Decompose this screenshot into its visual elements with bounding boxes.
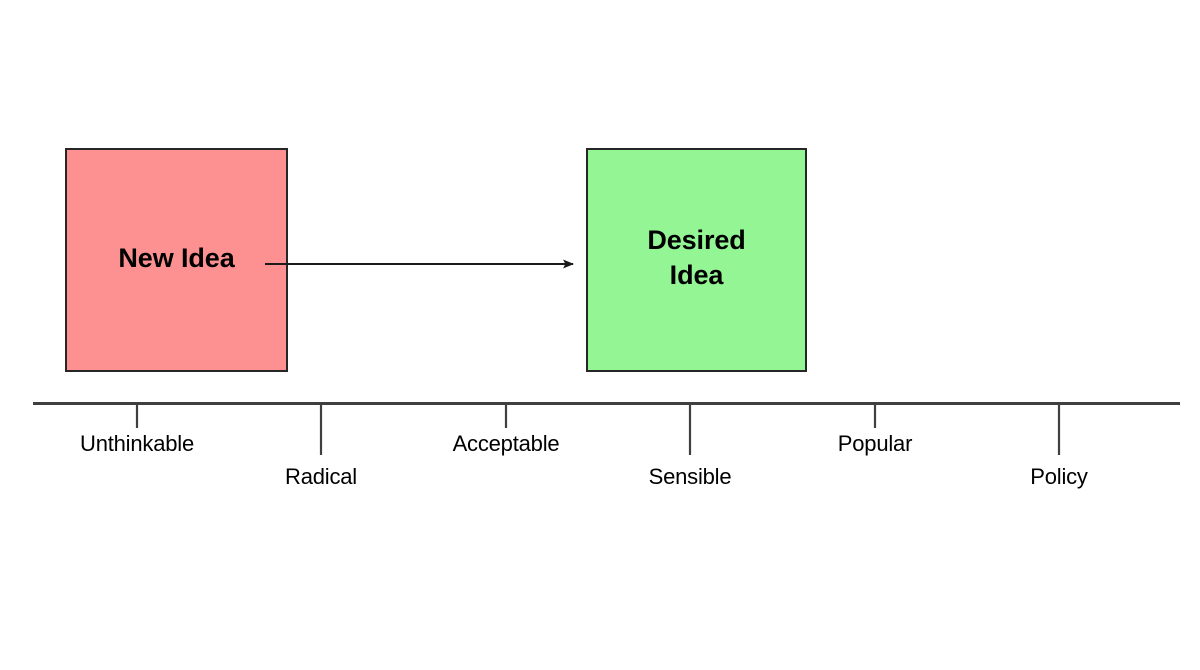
axis-label-sensible: Sensible — [648, 464, 732, 489]
concept-box-new-idea[interactable]: New Idea — [65, 148, 288, 372]
axis-label-radical: Radical — [285, 464, 357, 489]
concept-box-new-idea-label: New Idea — [118, 242, 235, 273]
axis-label-popular: Popular — [837, 431, 913, 456]
axis-label-unthinkable: Unthinkable — [80, 431, 194, 456]
shift-arrow-icon — [265, 259, 574, 269]
axis-label-policy: Policy — [1030, 464, 1088, 489]
concept-box-desired-idea[interactable]: Desired Idea — [586, 148, 807, 372]
overton-axis: Unthinkable Radical Acceptable Sensible … — [0, 392, 1200, 512]
overton-axis-lines — [33, 402, 1180, 455]
axis-label-acceptable: Acceptable — [452, 431, 560, 456]
concept-box-desired-idea-label: Desired Idea — [647, 225, 746, 290]
